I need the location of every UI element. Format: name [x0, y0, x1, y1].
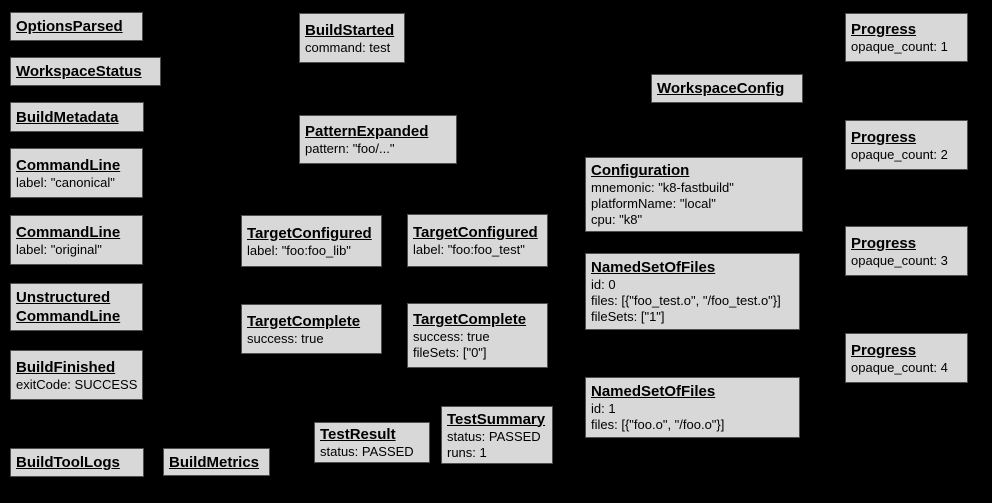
node-property: success: true — [247, 330, 324, 346]
node-property: opaque_count: 3 — [851, 252, 948, 268]
node-title: TargetComplete — [413, 311, 527, 328]
node-unstructured-command-line: Unstructured CommandLine — [10, 283, 143, 331]
node-title: BuildMetrics — [169, 453, 260, 471]
node-workspace-config: WorkspaceConfig — [651, 74, 803, 103]
node-title: NamedSetOfFiles — [591, 383, 716, 400]
node-property: opaque_count: 4 — [851, 359, 948, 375]
node-options-parsed: OptionsParsed — [10, 12, 143, 41]
node-property: cpu: "k8" — [591, 212, 643, 227]
node-property: runs: 1 — [447, 444, 487, 460]
node-title: TestSummary — [447, 410, 546, 428]
node-title: TargetComplete — [247, 312, 361, 330]
node-build-tool-logs: BuildToolLogs — [10, 448, 144, 477]
node-title: BuildFinished — [16, 358, 116, 376]
node-title: Unstructured CommandLine — [16, 289, 121, 325]
node-title: OptionsParsed — [16, 18, 123, 35]
node-property: success: true — [413, 329, 490, 344]
node-property: opaque_count: 1 — [851, 39, 948, 54]
node-title: Progress — [851, 21, 917, 38]
node-title: PatternExpanded — [305, 123, 429, 140]
node-title: BuildMetadata — [16, 108, 119, 126]
node-title: TestResult — [320, 426, 396, 443]
node-property: label: "canonical" — [16, 174, 115, 190]
node-title: TargetConfigured — [413, 224, 538, 241]
node-title: CommandLine — [16, 156, 121, 174]
node-property: fileSets: ["1"] — [591, 309, 665, 324]
node-workspace-status: WorkspaceStatus — [10, 57, 161, 86]
node-title: NamedSetOfFiles — [591, 259, 716, 276]
node-property: exitCode: SUCCESS — [16, 376, 138, 392]
node-property: opaque_count: 2 — [851, 146, 948, 162]
node-title: Configuration — [591, 162, 690, 179]
node-property: fileSets: ["0"] — [413, 345, 487, 360]
node-property: platformName: "local" — [591, 196, 716, 211]
node-title: WorkspaceConfig — [657, 80, 785, 97]
node-property: label: "foo:foo_lib" — [247, 242, 351, 258]
node-title: Progress — [851, 128, 917, 146]
node-property: command: test — [305, 39, 391, 55]
node-property: status: PASSED — [447, 428, 541, 444]
node-title: Progress — [851, 234, 917, 252]
node-property: label: "original" — [16, 241, 102, 257]
node-title: BuildToolLogs — [16, 454, 120, 471]
node-property: mnemonic: "k8-fastbuild" — [591, 180, 734, 195]
node-title: TargetConfigured — [247, 224, 372, 242]
node-property: id: 0 — [591, 277, 616, 292]
node-build-metadata: BuildMetadata — [10, 102, 144, 132]
node-title: BuildStarted — [305, 21, 395, 39]
node-build-metrics: BuildMetrics — [163, 448, 270, 476]
node-property: pattern: "foo/..." — [305, 141, 395, 156]
node-title: WorkspaceStatus — [16, 63, 142, 80]
node-title: Progress — [851, 341, 917, 359]
node-title: CommandLine — [16, 223, 121, 241]
node-property: status: PASSED — [320, 444, 414, 459]
node-property: label: "foo:foo_test" — [413, 242, 525, 257]
node-property: files: [{"foo_test.o", "/foo_test.o"}] — [591, 293, 781, 308]
node-property: files: [{"foo.o", "/foo.o"}] — [591, 417, 725, 432]
node-property: id: 1 — [591, 401, 616, 416]
